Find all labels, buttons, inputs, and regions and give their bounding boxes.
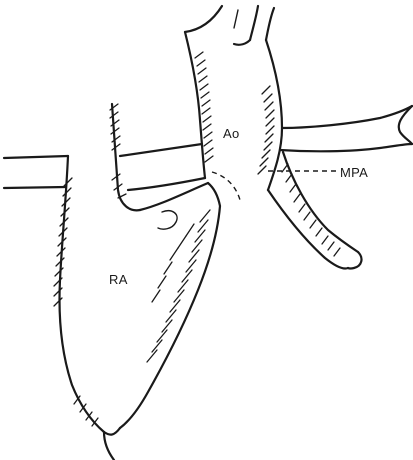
aortic-branches <box>185 6 274 40</box>
aorta-outline <box>185 32 282 190</box>
small-hook <box>158 211 177 229</box>
ra-right-wall <box>120 183 220 428</box>
ra-bottom <box>104 428 120 435</box>
rpa-upper-wall <box>282 106 412 128</box>
branch-mid-stroke <box>250 6 258 40</box>
aorta-left-wall <box>185 32 205 178</box>
left-vessel <box>4 144 205 190</box>
appendage-region <box>112 104 208 229</box>
aorta-top-curve <box>234 40 250 45</box>
ra-tail <box>104 432 114 460</box>
mpa-label: MPA <box>340 166 368 179</box>
ra-left-wall <box>60 156 105 432</box>
svc-upper-left <box>4 156 68 158</box>
branch-right-stroke <box>266 8 274 40</box>
aorta-label: Ao <box>223 127 240 140</box>
branch-tick <box>234 10 238 28</box>
pulmonary-artery-right <box>280 106 412 151</box>
svc-lower-left <box>4 187 66 188</box>
mpa-tip <box>348 252 361 268</box>
right-atrium-outline <box>60 156 221 460</box>
right-atrium-label: RA <box>109 273 128 286</box>
mpa-left-wall <box>268 190 348 269</box>
svc-upper-mid <box>120 144 202 156</box>
rpa-lower-wall <box>280 144 412 151</box>
branch-left-stroke <box>185 6 222 32</box>
aorta-hatching <box>195 52 274 174</box>
